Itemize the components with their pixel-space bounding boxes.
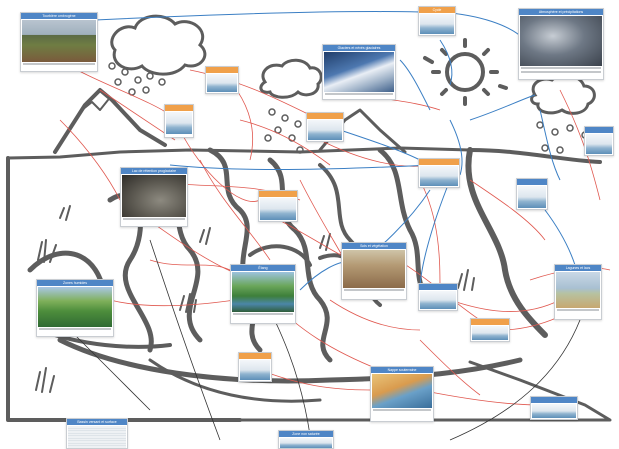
photo: [520, 16, 602, 66]
sun-icon: [423, 38, 508, 106]
card-title: Nappe souterraine: [371, 367, 433, 373]
photo: [22, 20, 96, 62]
schema-card[interactable]: [238, 352, 272, 382]
card-text-lines: [344, 289, 404, 292]
schema-card[interactable]: [205, 66, 239, 94]
schema-card[interactable]: [258, 190, 298, 222]
card-header: [419, 159, 459, 165]
card-text-lines: [23, 63, 95, 66]
card-header: [531, 397, 577, 403]
cloud-icon: [530, 73, 596, 115]
diagram-block: [372, 374, 432, 408]
card-text-lines: [557, 309, 599, 312]
card-text-lines: [325, 93, 393, 96]
card-header: [259, 191, 297, 197]
card-text-lines: [39, 328, 111, 331]
card-title: Zone non saturée: [279, 431, 333, 437]
data-table: [68, 426, 126, 448]
photo: [324, 52, 394, 92]
card-title: Tourbière ombrogène: [21, 13, 97, 19]
card-text-lines: [521, 71, 601, 74]
card-atmosphere[interactable]: Atmosphère et précipitations: [518, 8, 604, 80]
photo: [122, 175, 186, 217]
schema-card[interactable]: [418, 158, 460, 188]
card-pond[interactable]: Étang: [230, 264, 296, 324]
schema: [280, 438, 332, 448]
card-title: Lac de rétention proglaciaire: [121, 168, 187, 174]
card-bottom[interactable]: Zone non saturée: [278, 430, 334, 449]
card-title: Cycle: [419, 7, 455, 13]
card-geology[interactable]: Nappe souterraine: [370, 366, 434, 422]
photo: [556, 272, 600, 308]
schema: [240, 360, 270, 380]
card-title: Atmosphère et précipitations: [519, 9, 603, 15]
card-wetland-tl[interactable]: Tourbière ombrogène: [20, 12, 98, 72]
card-rock-cover[interactable]: Lac de rétention proglaciaire: [120, 167, 188, 227]
photo: [38, 287, 112, 327]
schema-card[interactable]: [530, 396, 578, 420]
card-text-lines: [521, 67, 601, 70]
schema-card[interactable]: [306, 112, 344, 142]
cloud-icon: [110, 14, 207, 76]
schema: [518, 186, 546, 208]
mountain-icon: [53, 88, 167, 154]
schema-card[interactable]: [470, 318, 510, 342]
schema: [420, 291, 456, 309]
schema: [260, 198, 296, 220]
schema: [420, 166, 458, 186]
schema: [420, 14, 454, 34]
schema: [207, 74, 237, 92]
schema-card[interactable]: [516, 178, 548, 210]
photo: [343, 250, 405, 288]
card-title: Étang: [231, 265, 295, 271]
schema: [586, 134, 612, 154]
card-header: [239, 353, 271, 359]
schema: [308, 120, 342, 140]
card-lake[interactable]: Lagunes et lacs: [554, 264, 602, 320]
card-text-lines: [233, 313, 293, 316]
card-header: [307, 113, 343, 119]
schema: [472, 326, 508, 340]
rain-drops-icon: [108, 62, 589, 154]
card-header: [419, 284, 457, 290]
card-title: Bassin versant et surface: [67, 419, 127, 425]
schema-card[interactable]: [584, 126, 614, 156]
card-soil[interactable]: Sols et végétation: [341, 242, 407, 300]
card-header: [206, 67, 238, 73]
card-table[interactable]: Bassin versant et surface: [66, 418, 128, 449]
photo: [232, 272, 294, 312]
card-header: [517, 179, 547, 185]
card-marsh[interactable]: Zones humides: [36, 279, 114, 337]
cloud-icon: [259, 58, 323, 99]
card-title: Glaciers et névés glaciaires: [323, 45, 395, 51]
card-title: Zones humides: [37, 280, 113, 286]
card-header: [165, 105, 193, 111]
schema: [532, 404, 576, 418]
schema-card[interactable]: [418, 283, 458, 311]
schema-card[interactable]: [164, 104, 194, 138]
card-cycle-top[interactable]: Cycle: [418, 6, 456, 36]
card-text-lines: [373, 409, 431, 412]
card-header: [471, 319, 509, 325]
card-title: Sols et végétation: [342, 243, 406, 249]
card-header: [585, 127, 613, 133]
schema: [166, 112, 192, 134]
card-title: Lagunes et lacs: [555, 265, 601, 271]
card-text-lines: [123, 218, 185, 221]
card-glacier[interactable]: Glaciers et névés glaciaires: [322, 44, 396, 100]
